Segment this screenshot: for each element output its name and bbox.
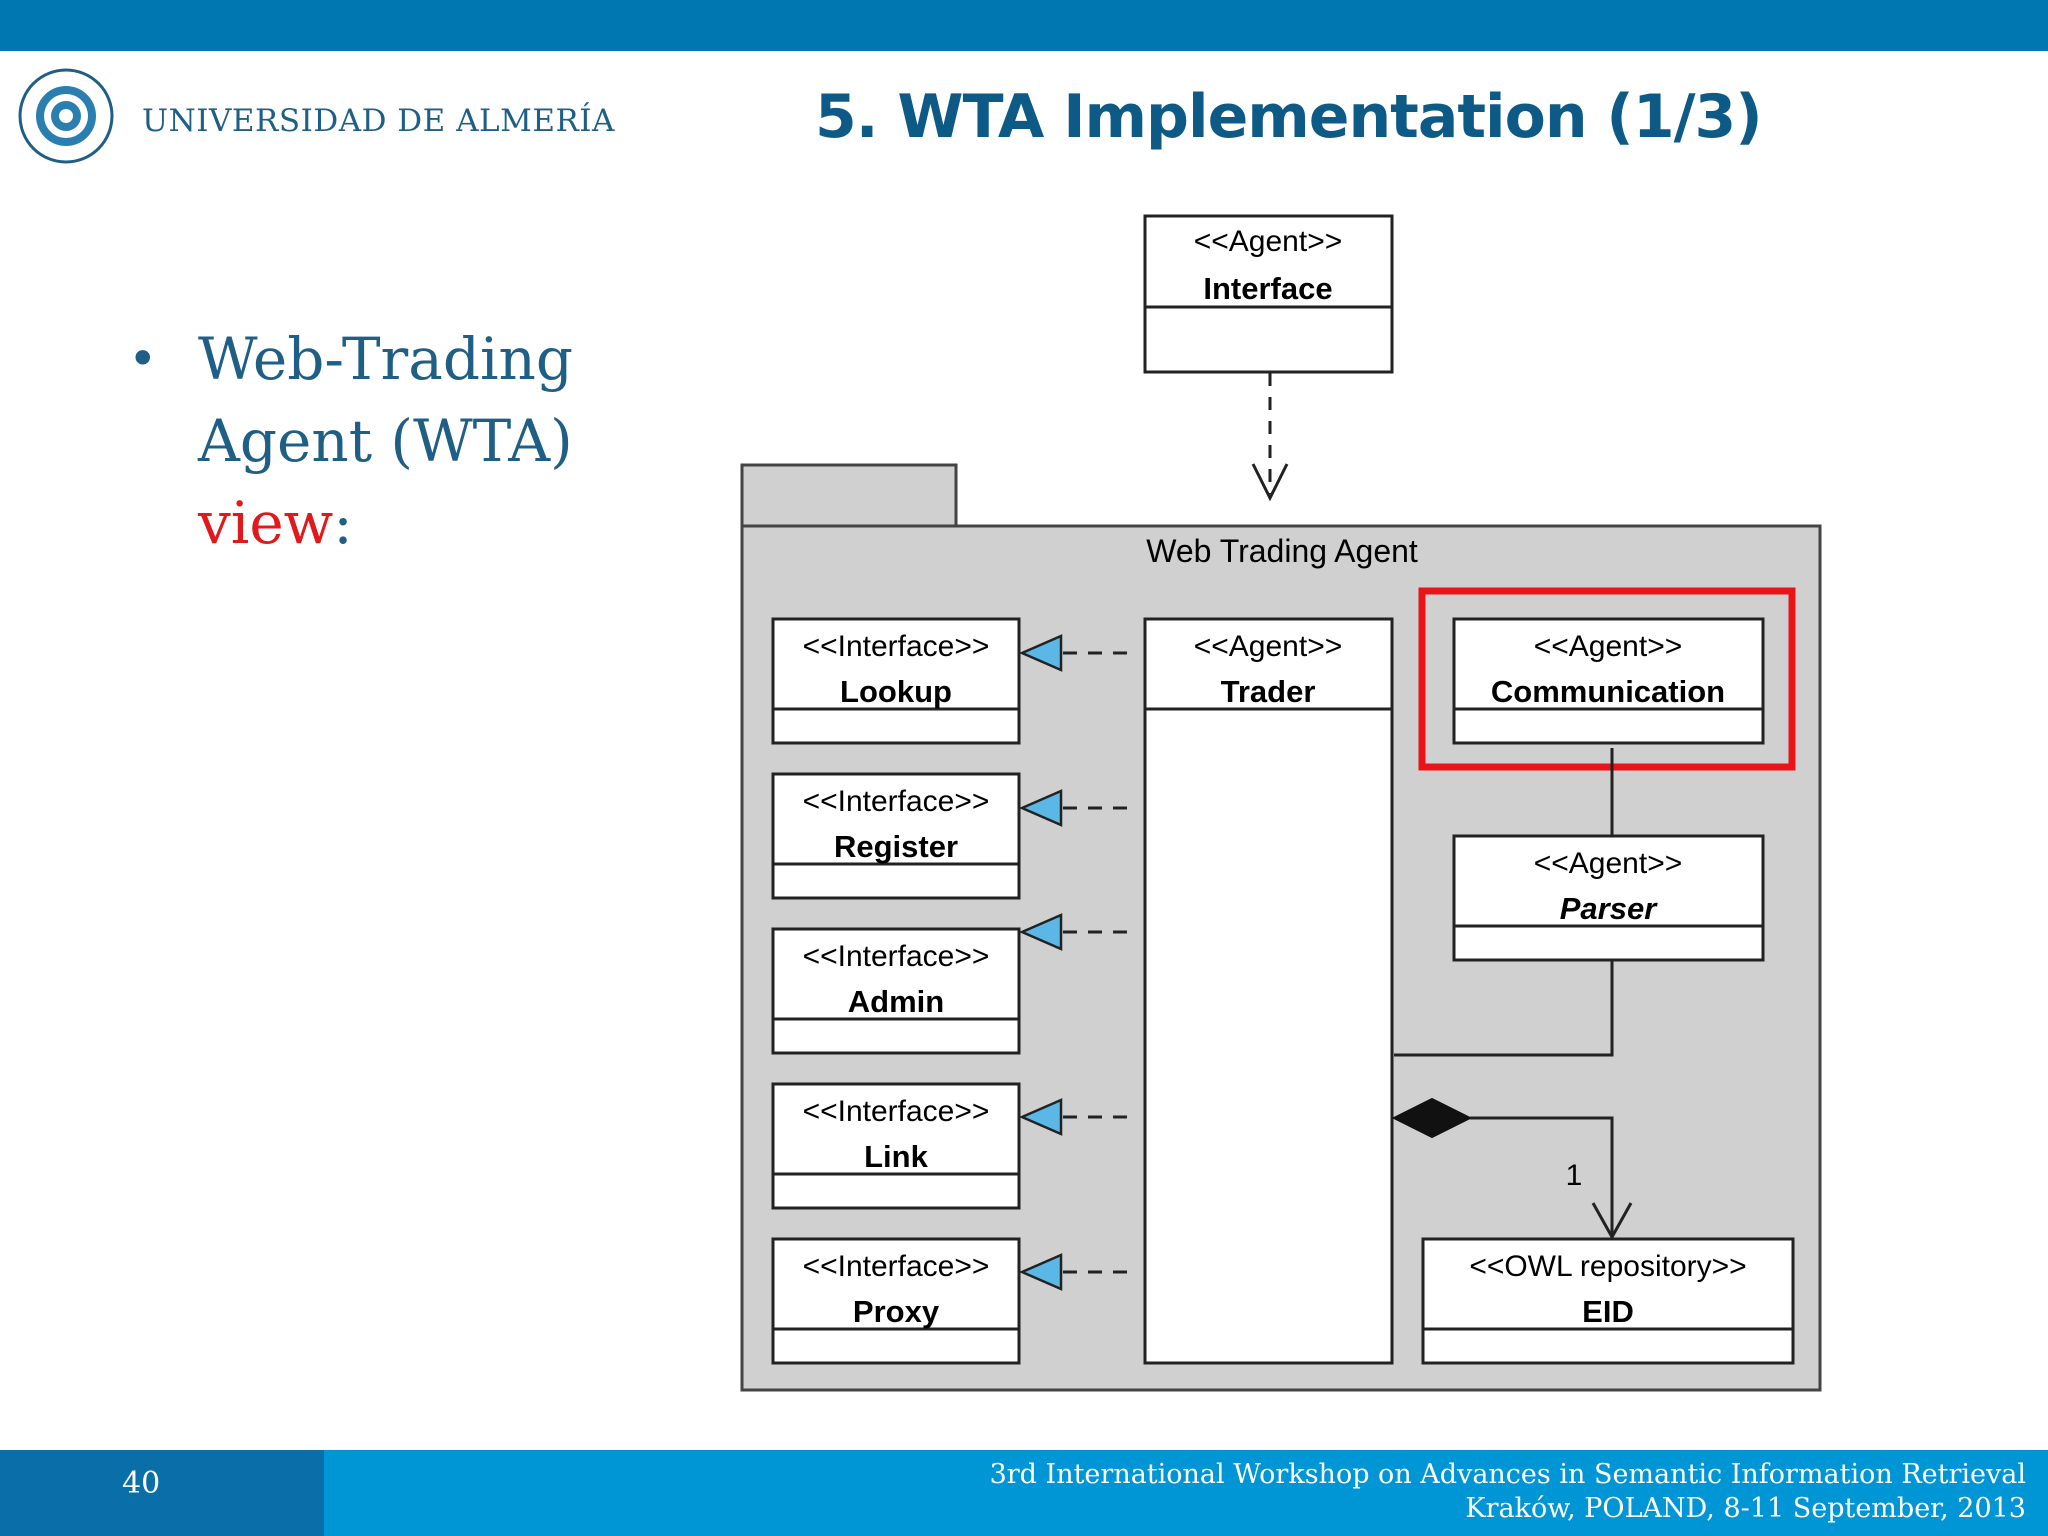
composition-trader-eid: 1	[1391, 1097, 1633, 1241]
interface-box-lookup: <<Interface>> Lookup	[771, 617, 1021, 745]
bullet-marker: •	[128, 330, 158, 388]
realization-arrow-link	[1018, 1098, 1130, 1136]
eid-stereotype: <<OWL repository>>	[1469, 1250, 1746, 1283]
composition-arrowhead	[1591, 1202, 1633, 1241]
communication-stereotype: <<Agent>>	[1534, 630, 1682, 663]
parser-stereotype: <<Agent>>	[1534, 847, 1682, 880]
footer-line-2: Kraków, POLAND, 8-11 September, 2013	[1465, 1493, 2026, 1524]
realization-arrow-register	[1018, 789, 1130, 827]
composition-line	[1470, 1116, 1614, 1235]
interface-name: Proxy	[853, 1294, 940, 1329]
bullet-line-1: Web-Trading	[198, 325, 574, 393]
interface-box-register: <<Interface>> Register	[771, 772, 1021, 900]
bullet-line-2: Agent (WTA)	[198, 407, 573, 475]
interface-stereotype: <<Interface>>	[803, 1250, 990, 1283]
package-name: Web Trading Agent	[1146, 533, 1418, 569]
communication-agent-box: <<Agent>> Communication	[1452, 617, 1765, 745]
eid-name: EID	[1582, 1294, 1634, 1329]
slide-number: 40	[122, 1466, 161, 1501]
interface-name: Admin	[848, 984, 944, 1019]
slide-title: 5. WTA Implementation (1/3)	[815, 82, 1763, 152]
bullet-line-3: view:	[198, 482, 573, 564]
parser-trader-link	[1394, 960, 1614, 1057]
interface-stereotype: <<Interface>>	[803, 940, 990, 973]
trader-name: Trader	[1221, 674, 1316, 709]
realization-arrow-lookup	[1018, 634, 1130, 672]
bullet-accent-word: view	[198, 489, 334, 557]
parser-agent-box: <<Agent>> Parser	[1452, 834, 1765, 962]
university-seal-logo	[18, 68, 114, 164]
interface-box-admin: <<Interface>> Admin	[771, 927, 1021, 1055]
interface-agent-name: Interface	[1203, 271, 1332, 306]
footer-right-panel	[324, 1450, 2048, 1536]
realization-arrow-proxy	[1018, 1253, 1130, 1291]
interface-agent-box: <<Agent>> Interface	[1143, 214, 1394, 374]
university-name: UNIVERSIDAD DE ALMERÍA	[142, 103, 615, 139]
multiplicity-label: 1	[1566, 1159, 1583, 1192]
eid-repository-box: <<OWL repository>> EID	[1421, 1237, 1795, 1365]
interface-name: Lookup	[840, 674, 952, 709]
footer-line-1: 3rd International Workshop on Advances i…	[989, 1459, 2026, 1490]
bullet-colon: :	[333, 489, 353, 557]
interface-stereotype: <<Interface>>	[803, 630, 990, 663]
top-banner	[0, 0, 2048, 51]
interface-name: Register	[834, 829, 958, 864]
trader-agent-box: <<Agent>> Trader	[1143, 617, 1394, 1365]
interface-stereotype: <<Interface>>	[803, 785, 990, 818]
realization-arrow-admin	[1018, 913, 1130, 951]
footer-left-panel	[0, 1450, 324, 1536]
interface-name: Link	[864, 1139, 928, 1174]
interface-agent-stereotype: <<Agent>>	[1194, 225, 1342, 258]
parser-name: Parser	[1560, 891, 1658, 926]
interface-dependency-arrowhead	[1251, 463, 1289, 502]
interface-box-link: <<Interface>> Link	[771, 1082, 1021, 1210]
interface-stereotype: <<Interface>>	[803, 1095, 990, 1128]
interface-box-proxy: <<Interface>> Proxy	[771, 1237, 1021, 1365]
footer-conference-info: 3rd International Workshop on Advances i…	[990, 1458, 2026, 1526]
highlight-frame	[1418, 587, 1796, 771]
trader-stereotype: <<Agent>>	[1194, 630, 1342, 663]
communication-name: Communication	[1491, 674, 1725, 709]
